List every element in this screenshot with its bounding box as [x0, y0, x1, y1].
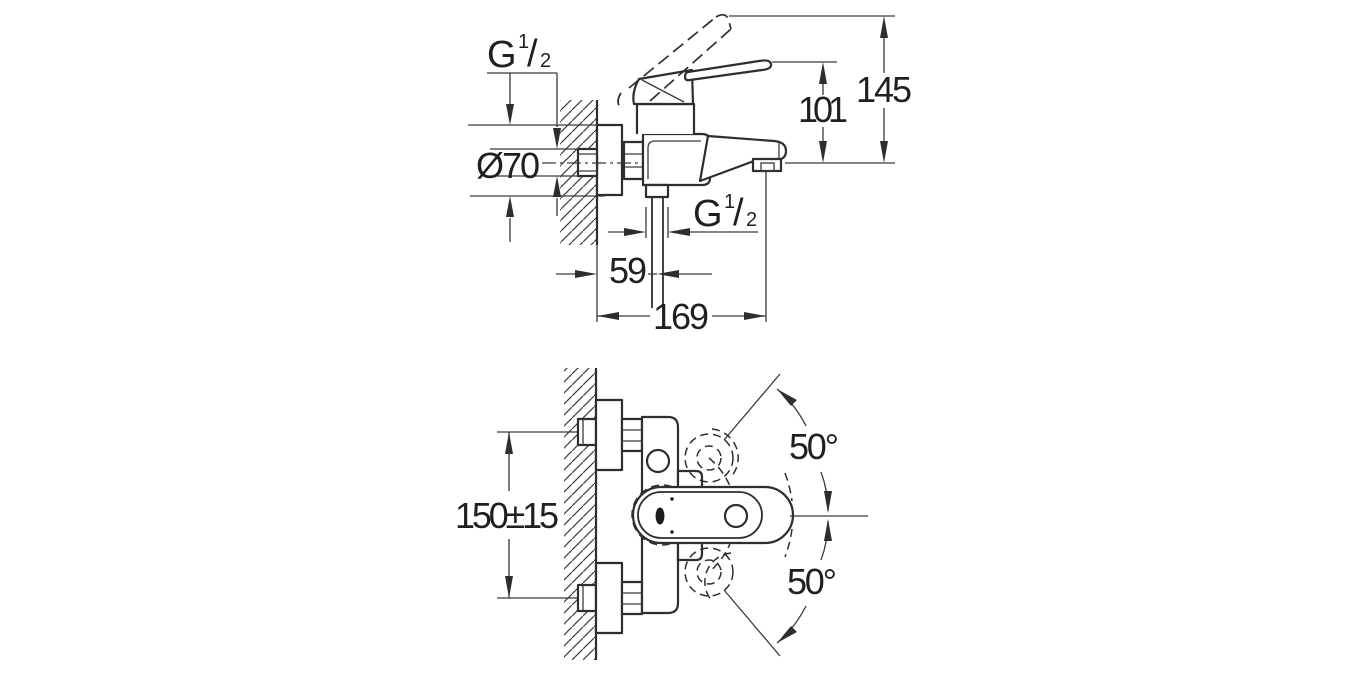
outlet-thread-label-slash: / — [733, 192, 744, 234]
outlet-thread-label-sup: 1 — [724, 191, 735, 213]
spout — [698, 134, 788, 183]
tip-swing-arc-upper — [784, 472, 793, 502]
outlet-thread-label-sub: 2 — [746, 209, 757, 231]
spout-reach-label: 169 — [653, 296, 709, 337]
dim-spout-reach: 169 — [597, 172, 767, 337]
dim-swing-upper: 50° — [723, 373, 839, 513]
wall-section-plan — [564, 368, 598, 660]
lever-knob — [723, 503, 749, 529]
dim-handle-height: 101 — [772, 61, 848, 163]
aerator — [751, 157, 783, 173]
knob-position-upper-dashed — [684, 428, 739, 483]
body-inner-edge — [647, 140, 701, 179]
lever-raised-dashed — [617, 13, 732, 109]
upper-nut — [620, 417, 644, 453]
dim-wall-to-outlet: 59 — [556, 250, 712, 291]
lever-handle — [683, 59, 773, 82]
dome-facet-line — [641, 79, 685, 103]
body-screw-port — [645, 448, 671, 474]
escutcheon-diameter-label: Ø70 — [476, 145, 540, 186]
lower-nut — [620, 580, 644, 616]
supply-thread-label-sub: 2 — [540, 50, 551, 72]
lever-dot-lower — [670, 530, 674, 534]
escutcheon — [595, 123, 624, 197]
lever-dot-upper — [670, 497, 674, 501]
dim-connection-spacing: 150±15 — [455, 432, 559, 598]
dim-outlet-thread: G 1 / 2 — [608, 191, 758, 238]
swing-lower-label: 50° — [787, 561, 837, 602]
supply-thread-label-sup: 1 — [518, 31, 529, 53]
outlet-thread-label-g: G — [693, 193, 723, 235]
dim-overall-height: 145 — [729, 15, 912, 164]
union-nut — [622, 140, 645, 181]
shower-outlet — [644, 183, 670, 308]
supply-thread-label-g: G — [487, 34, 517, 76]
dim-supply-thread: G 1 / 2 — [487, 31, 561, 216]
upper-escutcheon — [594, 398, 624, 472]
wall-hatch-plan — [564, 368, 596, 660]
cartridge-housing — [635, 102, 696, 134]
swing-upper-label: 50° — [789, 426, 839, 467]
dim-escutcheon-diameter: Ø70 — [476, 73, 540, 242]
lower-escutcheon — [594, 561, 624, 635]
connection-spacing-label: 150±15 — [455, 495, 559, 536]
temp-indicator — [655, 507, 665, 525]
upper-connection — [576, 398, 644, 472]
knob-position-lower-dashed — [684, 547, 734, 602]
lever-inner-edge — [637, 491, 763, 539]
lever-plan — [631, 485, 795, 545]
handle-height-label: 101 — [798, 89, 848, 130]
wall-to-outlet-label: 59 — [609, 250, 647, 291]
tip-swing-arc-lower — [784, 528, 793, 558]
supply-thread-label-slash: / — [527, 33, 538, 75]
lever-outline — [631, 485, 795, 545]
plan-view: 50° 50° 150±15 — [455, 368, 868, 660]
side-view: G 1 / 2 Ø70 101 — [468, 13, 912, 337]
overall-height-label: 145 — [856, 69, 912, 110]
dim-swing-lower: 50° — [723, 519, 837, 657]
knob-swing-arc — [708, 457, 737, 573]
